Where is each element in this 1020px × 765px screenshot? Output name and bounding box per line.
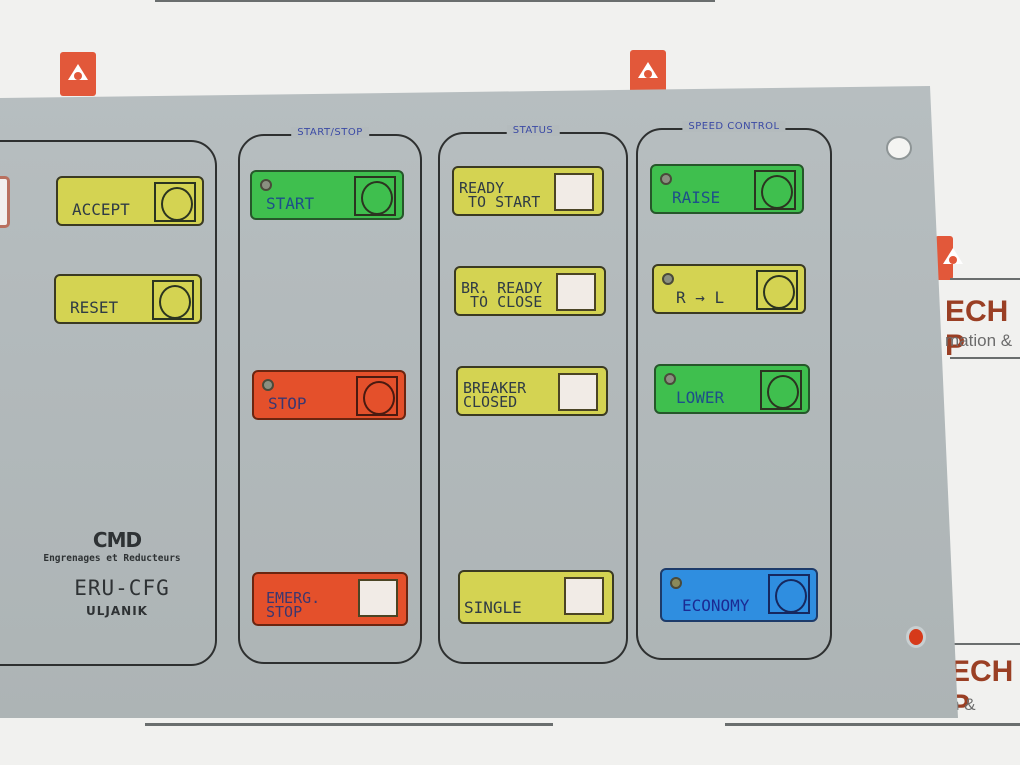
watermark-text: ECH P	[950, 655, 1014, 722]
economy-label: ECONOMY	[682, 596, 750, 615]
brand-logo: CMD	[92, 528, 142, 552]
led-indicator-icon	[262, 379, 274, 391]
background-rule	[145, 723, 553, 726]
led-indicator-icon	[260, 179, 272, 191]
ready-to-start-label: READY TO START	[459, 179, 541, 211]
breaker-ready-to-close-label: BR. READY TO CLOSE	[461, 279, 543, 311]
pushbutton-icon	[756, 270, 798, 310]
single-indicator: SINGLE	[458, 570, 614, 624]
left-control-group: ACCEPT RESET CMD Engrenages et Reducteur…	[0, 140, 217, 666]
indicator-lamp	[564, 577, 604, 615]
indicator-lamp	[556, 273, 596, 311]
mounting-hole	[886, 136, 912, 160]
indicator-lamp	[558, 373, 598, 411]
model-name: ERU-CFG	[74, 576, 170, 600]
pushbutton-icon	[152, 280, 194, 320]
mounting-hole	[906, 626, 926, 648]
indicator-lamp	[358, 579, 398, 617]
lower-label: LOWER	[676, 388, 725, 407]
emergency-stop-label: EMERG. STOP	[266, 589, 321, 621]
background-rule-top	[155, 0, 715, 2]
background-rule	[950, 278, 1020, 280]
speed-control-group: SPEED CONTROL RAISE R → L LOWER ECONOMY	[636, 121, 832, 660]
lower-button[interactable]: LOWER	[654, 364, 810, 414]
status-title: STATUS	[506, 125, 560, 136]
indicator-lamp	[554, 173, 594, 211]
reset-label: RESET	[70, 298, 119, 317]
reset-button[interactable]: RESET	[54, 274, 202, 324]
speed-control-title: SPEED CONTROL	[682, 121, 786, 132]
breaker-closed-label: BREAKER CLOSED	[463, 379, 527, 411]
pushbutton-icon	[356, 376, 398, 416]
stop-button[interactable]: STOP	[252, 370, 406, 420]
pushbutton-icon	[154, 182, 196, 222]
led-indicator-icon	[670, 577, 682, 589]
pushbutton-icon	[760, 370, 802, 410]
watermark-logo-icon	[630, 50, 666, 94]
single-label: SINGLE	[464, 598, 522, 617]
brand-block: CMD Engrenages et Reducteurs ERU-CFG ULJ…	[22, 528, 202, 618]
watermark-logo-icon	[60, 52, 96, 96]
start-label: START	[266, 194, 315, 213]
economy-button[interactable]: ECONOMY	[660, 568, 818, 622]
background-rule	[725, 723, 1020, 726]
led-indicator-icon	[662, 273, 674, 285]
ready-to-start-indicator: READY TO START	[452, 166, 604, 216]
control-panel: ACCEPT RESET CMD Engrenages et Reducteur…	[0, 86, 958, 718]
watermark-text: ECH P	[945, 295, 1009, 362]
background-rule	[950, 357, 1020, 359]
raise-label: RAISE	[672, 188, 721, 207]
raise-button[interactable]: RAISE	[650, 164, 804, 214]
breaker-closed-indicator: BREAKER CLOSED	[456, 366, 608, 416]
accept-label: ACCEPT	[72, 200, 130, 219]
stop-label: STOP	[268, 394, 307, 413]
background-rule	[950, 643, 1020, 645]
brand-subtitle: Engrenages et Reducteurs	[43, 553, 181, 564]
breaker-ready-to-close-indicator: BR. READY TO CLOSE	[454, 266, 606, 316]
led-indicator-icon	[664, 373, 676, 385]
accept-button[interactable]: ACCEPT	[56, 176, 204, 226]
partial-lamp	[0, 176, 10, 228]
start-stop-group: START/STOP START STOP EMERG. STOP	[238, 127, 422, 664]
remote-to-local-button[interactable]: R → L	[652, 264, 806, 314]
pushbutton-icon	[768, 574, 810, 614]
maker-name: ULJANIK	[86, 604, 148, 618]
status-group: STATUS READY TO START BR. READY TO CLOSE…	[438, 125, 628, 664]
start-stop-title: START/STOP	[291, 127, 369, 138]
pushbutton-icon	[354, 176, 396, 216]
remote-to-local-label: R → L	[676, 288, 725, 307]
pushbutton-icon	[754, 170, 796, 210]
watermark-subtext: mation &	[945, 331, 1013, 350]
led-indicator-icon	[660, 173, 672, 185]
emergency-stop-indicator[interactable]: EMERG. STOP	[252, 572, 408, 626]
watermark-logo-icon	[935, 236, 963, 280]
start-button[interactable]: START	[250, 170, 404, 220]
